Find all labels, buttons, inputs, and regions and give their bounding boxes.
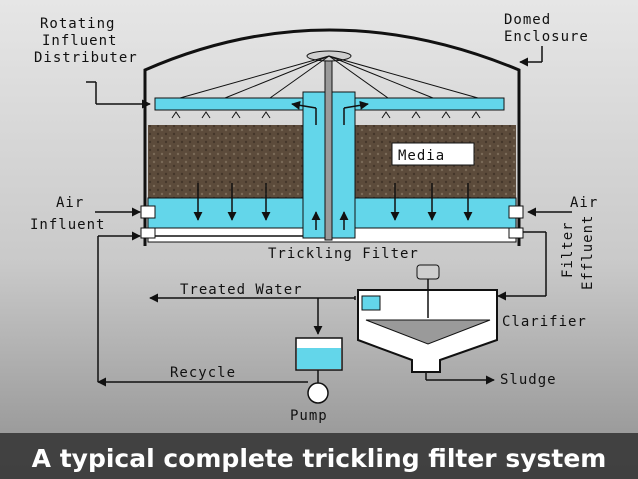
air-left-label: Air [56, 195, 84, 211]
pump [307, 382, 329, 404]
domed-enclosure-label-line1: Domed [504, 12, 551, 28]
air-vent-right [508, 205, 524, 219]
clarifier-label: Clarifier [502, 314, 587, 330]
effluent-outlet [508, 227, 524, 239]
support-cables [179, 55, 479, 99]
media-label: Media [398, 148, 445, 164]
piping [86, 46, 572, 387]
filter-effluent-label-line1: Filter [560, 221, 576, 278]
rotating-distributor-label-line1: Rotating [40, 16, 115, 32]
pump-well-water [297, 348, 341, 369]
treated-water-label: Treated Water [180, 282, 303, 298]
flow-arrows [193, 100, 473, 230]
trickling-filter-label: Trickling Filter [268, 246, 419, 262]
air-vent-left [140, 205, 156, 219]
clarifier-inlet-well [361, 295, 381, 311]
domed-enclosure-label-line2: Enclosure [504, 29, 589, 45]
recycle-label: Recycle [170, 365, 236, 381]
sludge-label: Sludge [500, 372, 557, 388]
domed-enclosure [143, 28, 521, 246]
media-label-box [391, 142, 475, 166]
caption: A typical complete trickling filter syst… [31, 444, 607, 473]
pump-label: Pump [290, 408, 328, 424]
influent-inlet [140, 227, 156, 239]
center-shaft [324, 57, 333, 241]
air-right-label: Air [570, 195, 598, 211]
rotating-distributor-label-line3: Distributer [34, 50, 138, 66]
rotating-distributor-label-line2: Influent [42, 33, 117, 49]
filter-effluent-label-line2: Effluent [580, 215, 596, 290]
influent-label: Influent [30, 217, 105, 233]
caption-band [0, 433, 638, 479]
sludge-cone [365, 319, 491, 345]
clarifier-drive [416, 264, 440, 280]
spray-nozzles [171, 111, 481, 119]
